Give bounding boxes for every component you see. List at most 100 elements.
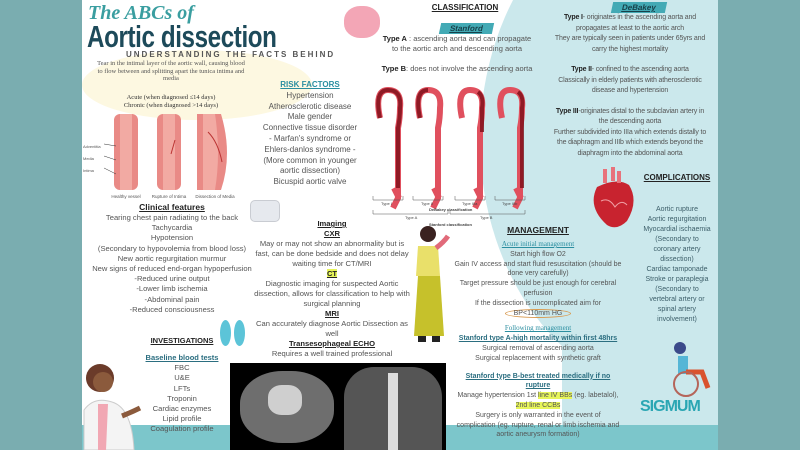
type-b-text: : does not involve the ascending aorta xyxy=(406,64,533,74)
type-1-text: carry the highest mortality xyxy=(591,45,669,53)
heart-illustration xyxy=(593,167,634,228)
management-item: Start high flow O2 xyxy=(510,250,566,258)
type-1-text: propagates at least to the aortic arch xyxy=(576,24,684,32)
risk-item: aortic dissection) xyxy=(279,166,341,176)
management-item: complication (eg. rupture, renal or limb… xyxy=(456,421,620,429)
type-1-label: Type I xyxy=(563,14,583,21)
complication-item: Myocardial ischaemia xyxy=(643,226,711,233)
complication-item: Aortic regurgitation xyxy=(647,216,707,223)
highlighted-text: 2nd line CCBs xyxy=(515,401,561,409)
management-item: perfusion xyxy=(523,289,553,297)
aorta-illustration xyxy=(415,86,444,210)
type-3-text: Further subdivided into IIIa which exten… xyxy=(553,128,707,136)
imaging-title: Imaging xyxy=(317,219,347,228)
vessel-caption: Healthy vessel xyxy=(111,194,141,199)
layer-label: Intima xyxy=(83,168,94,173)
type-3-text: the descending aorta xyxy=(598,118,662,125)
dissection-segment xyxy=(476,90,485,132)
type-a-label: Type A xyxy=(382,34,407,43)
diagram-type-label: Type II xyxy=(421,201,434,206)
management-item: Surgical removal of ascending aorta xyxy=(482,344,594,352)
investigation-item: FBC xyxy=(174,363,190,373)
stanford-a-title: Stanford type A-high mortality within fi… xyxy=(458,335,618,343)
ct-text: dissection, allows for classification to… xyxy=(254,289,410,298)
risk-item: - Marfan's syndrome or xyxy=(269,133,351,143)
chronic-label: Chronic (when diagnosed >14 days) xyxy=(123,101,219,109)
risk-factors-title: RISK FACTORS xyxy=(280,80,340,89)
management-item: Surgical replacement with synthetic graf… xyxy=(475,354,601,362)
risk-item: (More common in younger xyxy=(263,155,357,165)
diagram-type-label: Type IIIb xyxy=(502,201,518,206)
type-2-text: - confined to the ascending aorta xyxy=(591,66,689,73)
diagram-type-label: Type I xyxy=(381,201,392,206)
risk-item: Atherosclerotic disease xyxy=(268,101,352,111)
wheelchair-illustration xyxy=(673,342,711,397)
bp-target: BP<110mm HG xyxy=(504,308,572,318)
investigation-item: U&E xyxy=(174,373,190,383)
stanford-type-label: Type A xyxy=(405,215,418,220)
complication-item: spinal artery xyxy=(657,306,697,313)
investigation-item: LFTs xyxy=(173,383,191,393)
ct-scan-images xyxy=(230,363,446,450)
echo-text: Requires a well trained professional xyxy=(271,349,393,358)
woman-figure-illustration xyxy=(414,226,450,342)
complication-item: Stroke or paraplegia xyxy=(645,276,709,283)
mri-title: MRI xyxy=(325,309,339,318)
stanford-type-label: Type B xyxy=(480,215,493,220)
cxr-text: waiting time for CT/MRI xyxy=(292,259,372,268)
bp-monitor-icon xyxy=(250,200,280,222)
dissection-segment xyxy=(416,88,429,119)
diagram-type-label: Type IIIa xyxy=(462,201,478,206)
ct-text: Diagnostic imaging for suspected Aortic xyxy=(265,279,399,288)
baseline-bloods-title: Baseline blood tests xyxy=(145,353,219,362)
investigation-item: Cardiac enzymes xyxy=(152,404,212,414)
infographic-poster: The ABCs of Aortic dissection UNDERSTAND… xyxy=(82,0,718,450)
risk-item: Bicuspid aortic valve xyxy=(273,177,347,187)
debakey-caption: DeBakey classification xyxy=(429,207,473,212)
pre-title: The ABCs of xyxy=(88,2,194,24)
type-2-text: Classically in elderly patients with ath… xyxy=(558,76,702,84)
management-item: aortic aneurysm formation) xyxy=(496,431,580,439)
risk-item: Male gender xyxy=(287,112,333,122)
complication-item: (Secondary to xyxy=(655,236,699,243)
definition-line: media xyxy=(163,75,179,82)
risk-item: Hypertension xyxy=(286,90,334,100)
vessel-caption: Rupture of Intima xyxy=(151,194,187,199)
dissected-vessel xyxy=(197,114,227,190)
subtitle: UNDERSTANDING THE FACTS BEHIND xyxy=(126,50,336,59)
stanford-b-title: Stanford type B-best treated medically i… xyxy=(465,372,611,380)
layer-label: Adventitia xyxy=(83,144,101,149)
ct-title: CT xyxy=(326,269,338,278)
type-b-label: Type B xyxy=(381,64,407,74)
ct-text: surgical planning xyxy=(303,299,361,308)
brain-icon xyxy=(344,6,380,38)
type-3-label: Type III xyxy=(555,107,579,115)
aorta-illustration xyxy=(457,86,486,210)
complication-item: coronary artery xyxy=(653,246,701,253)
clinical-item: New aortic regurgitation murmur xyxy=(117,253,227,263)
stanford-tag: Stanford xyxy=(438,23,495,34)
stanford-caption: Stanford classification xyxy=(429,222,472,227)
sigmum-logo: SIGMUM xyxy=(640,398,701,415)
management-item: (eg. labetalol), xyxy=(572,392,619,400)
type-3-text: -originates distal to the subclavian art… xyxy=(578,107,705,115)
cxr-text: fast, can be done bedside and does not d… xyxy=(255,249,409,258)
management-item: Manage hypertension 1st xyxy=(457,392,538,400)
investigation-item: Troponin xyxy=(167,393,197,403)
management-item: If the dissection is uncomplicated aim f… xyxy=(474,299,602,307)
layer-label: Media xyxy=(83,156,94,161)
definition-line: Tear in the intimal layer of the aortic … xyxy=(97,60,245,67)
doctor-illustration xyxy=(83,364,142,450)
type-1-text: They are typically seen in patients unde… xyxy=(554,35,706,42)
type-3-text: the diaphragm and IIIb which extends bey… xyxy=(557,139,703,146)
vessel-illustration xyxy=(103,114,227,190)
ct-spine xyxy=(388,373,398,450)
clinical-item: (Secondary to hypovolemia from blood los… xyxy=(97,243,247,253)
background-glow xyxy=(82,50,312,120)
definition-line: to flow between and splitting apart the … xyxy=(97,67,245,75)
clinical-item: -Reduced urine output xyxy=(134,274,210,284)
echo-title: Transesophageal ECHO xyxy=(288,339,376,348)
cxr-title: CXR xyxy=(323,229,341,238)
type-1-text: - originates in the ascending aorta and xyxy=(582,14,697,21)
mri-text: Can accurately diagnose Aortic Dissectio… xyxy=(256,319,408,328)
